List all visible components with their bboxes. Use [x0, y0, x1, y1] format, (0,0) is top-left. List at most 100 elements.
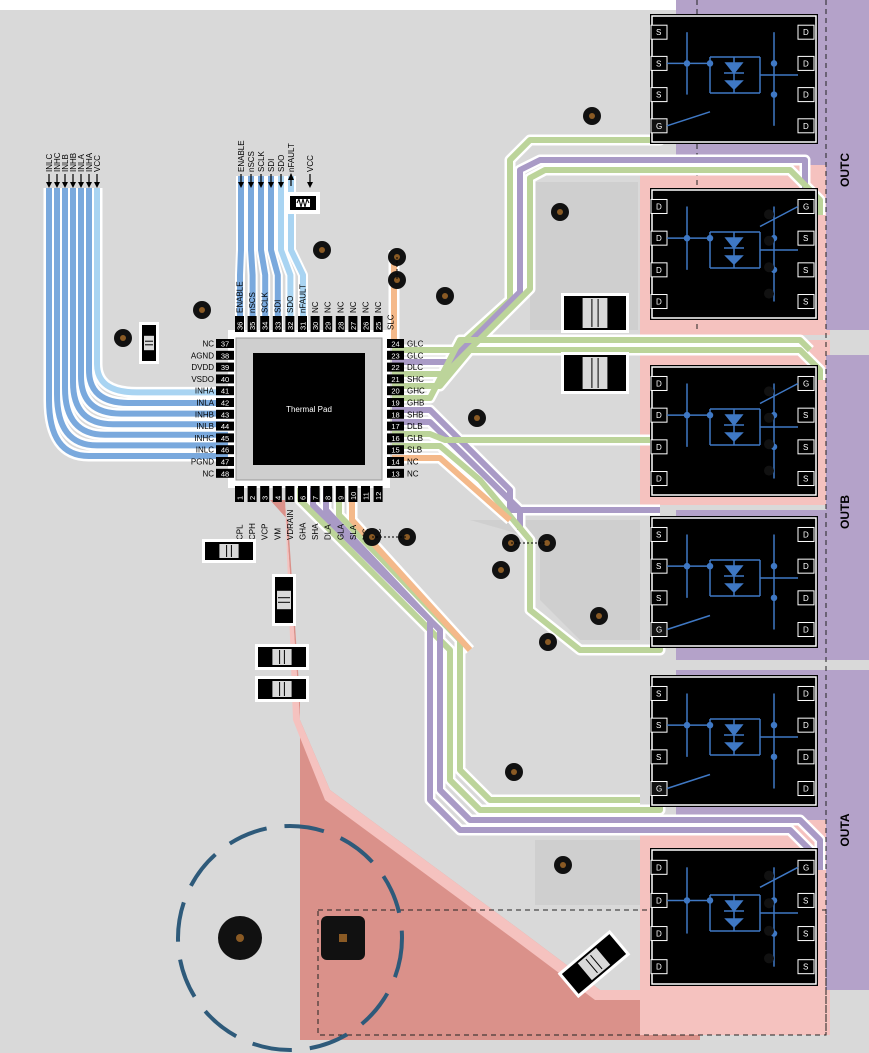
pin-pad [387, 362, 404, 372]
mosfet-pad [650, 471, 668, 487]
pin-pad [348, 486, 358, 502]
pin-pad [373, 486, 383, 502]
decoupling-cap-dvdd [139, 322, 159, 364]
pin-number: 17 [391, 422, 399, 431]
mosfet-pad [797, 749, 815, 765]
pin-number: 45 [221, 434, 229, 443]
pin-pad [216, 339, 234, 348]
pin-pad [387, 445, 404, 455]
signal-label: VCC [93, 155, 102, 172]
pin-pad [216, 386, 234, 396]
pin-name: INHA [195, 387, 215, 396]
pin-pad [216, 362, 234, 372]
mosfet-pin-label: D [803, 28, 809, 37]
cap-center [144, 335, 154, 351]
signal-label: INHA [85, 152, 94, 172]
via-drill [442, 293, 448, 299]
signal-label: INHC [53, 152, 62, 172]
pin-pad [361, 316, 370, 332]
spi-signal-traces [235, 176, 308, 330]
junction-dot [683, 411, 691, 419]
pin-pad [323, 486, 333, 502]
mosfet-pad [650, 24, 668, 40]
arrow-head [78, 182, 84, 188]
output-label-outc: OUTC [838, 153, 852, 187]
mosfet-pad [650, 526, 668, 542]
arrow-head [238, 182, 244, 188]
pin-number: 41 [221, 387, 229, 396]
junction-dot [770, 753, 778, 761]
pin-pad [310, 316, 320, 332]
via-drill [394, 277, 400, 283]
arrow-head [248, 182, 254, 188]
via-drill [120, 335, 126, 341]
gate-link [666, 614, 711, 631]
mosfet-pad [797, 407, 815, 423]
pin-pad [387, 339, 404, 348]
pin-name: INLC [196, 446, 214, 455]
gate-trace [323, 488, 823, 863]
mosfet-pin-label: D [803, 689, 809, 698]
mosfet-pad [797, 526, 815, 542]
pin-name: AGND [191, 351, 214, 360]
via-drill [404, 534, 410, 540]
gate-trace [392, 443, 663, 653]
mosfet-pad [797, 622, 815, 638]
gate-trace [336, 488, 640, 803]
pin-number: 31 [299, 322, 308, 330]
pin-name: INLA [196, 399, 214, 408]
output-bar-c-side [826, 160, 869, 330]
mosfet-pad [797, 230, 815, 246]
pin-number: 22 [391, 363, 399, 372]
pin-name: GHA [299, 522, 308, 540]
thermal-via [764, 465, 774, 476]
mosfet-pin-label: G [803, 863, 809, 872]
mosfet-symbol [666, 693, 798, 790]
mosfets: SSSGDDDDDDDDGSSSDDDDGSSSSSSGDDDDSSSGDDDD… [650, 14, 818, 986]
gate-trace [392, 455, 512, 523]
mosfet-pin-label: D [656, 443, 662, 452]
thermal-via [764, 262, 774, 273]
pin-pad [247, 316, 257, 332]
pin-pad [387, 374, 404, 384]
pin-name: VCP [261, 524, 270, 540]
mosfet-pin-label: D [803, 59, 809, 68]
pin-number: 40 [221, 375, 229, 384]
body-diode [724, 565, 744, 578]
mosfet-pin-label: D [803, 626, 809, 635]
gate-link [759, 866, 799, 888]
mosfet-pin-label: G [656, 626, 662, 635]
thermal-via [764, 288, 774, 299]
body-diode [724, 900, 744, 913]
mosfet-pin-label: D [656, 963, 662, 972]
thermal-via [764, 235, 774, 246]
pin-pad [387, 433, 404, 443]
mosfet-pin-label: S [803, 411, 808, 420]
mosfet-pad [797, 685, 815, 701]
arrow-head [94, 182, 100, 188]
vias [114, 107, 608, 874]
mosfet-pin-label: D [656, 930, 662, 939]
mosfet-pin-label: S [656, 594, 661, 603]
signal-label: INLB [61, 154, 70, 172]
mosfet-pin-label: S [803, 930, 808, 939]
pin-pad [216, 350, 234, 360]
via-drill [199, 307, 205, 313]
thermal-via [764, 412, 774, 423]
resistor-zigzag [296, 197, 310, 208]
pin-number: 4 [273, 496, 282, 500]
body-diode [724, 724, 744, 737]
mosfet-pad [797, 471, 815, 487]
pin-pad [235, 486, 244, 502]
mosfet-pad [797, 717, 815, 733]
pin-name: DVDD [191, 363, 214, 372]
mosfet-pad [797, 262, 815, 278]
signal-label: nFAULT [287, 143, 296, 172]
mosfet-frame [651, 366, 817, 496]
mosfet-pad [797, 926, 815, 942]
mosfet-pin-label: S [656, 59, 661, 68]
mosfet-pin-label: S [656, 530, 661, 539]
vm-cap-2 [255, 676, 309, 702]
pin-number: 2 [248, 496, 257, 500]
